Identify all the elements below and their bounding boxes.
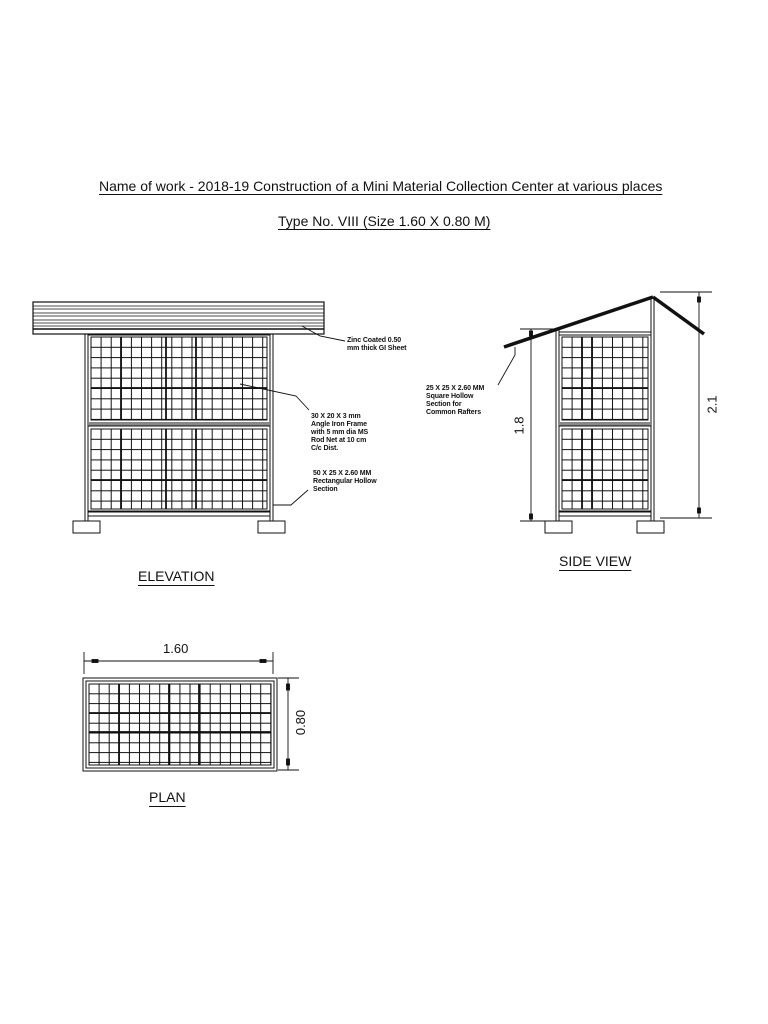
type-subtitle: Type No. VIII (Size 1.60 X 0.80 M) <box>278 213 491 229</box>
roof-sheet <box>32 301 325 335</box>
plan-label: PLAN <box>149 789 186 805</box>
side-view-label: SIDE VIEW <box>559 553 632 569</box>
elevation-drawing <box>32 301 346 534</box>
dimension-1-8 <box>520 328 556 522</box>
dimension-label-1-60: 1.60 <box>163 641 189 656</box>
leader-frame <box>239 383 310 411</box>
note-angle-iron-frame: 30 X 20 X 3 mm Angle Iron Frame with 5 m… <box>311 413 369 452</box>
leader-rafter <box>497 347 516 386</box>
leader-roof <box>301 325 346 342</box>
work-title: Name of work - 2018-19 Construction of a… <box>99 178 663 194</box>
rafter-left <box>503 295 654 349</box>
elevation-label: ELEVATION <box>138 568 215 584</box>
note-rect-hollow-section: 50 X 25 X 2.60 MM Rectangular Hollow Sec… <box>313 470 377 493</box>
rafter-right <box>651 295 706 336</box>
leader-post <box>273 489 309 506</box>
mid-rail <box>88 422 270 426</box>
footing-right <box>257 520 286 534</box>
note-roof-sheet: Zinc Coated 0.50 mm thick GI Sheet <box>347 337 407 352</box>
dimension-0-80 <box>278 677 299 771</box>
plan-drawing <box>82 652 299 772</box>
dimension-label-0-80: 0.80 <box>293 709 309 736</box>
side-view-drawing <box>497 291 712 534</box>
dimension-1-60 <box>83 652 274 674</box>
footing-left <box>72 520 101 534</box>
dimension-label-2-1: 2.1 <box>704 395 720 414</box>
note-square-hollow-rafter: 25 X 25 X 2.60 MM Square Hollow Section … <box>426 385 485 416</box>
dimension-label-1-8: 1.8 <box>511 416 527 435</box>
dimension-2-1 <box>660 291 712 519</box>
